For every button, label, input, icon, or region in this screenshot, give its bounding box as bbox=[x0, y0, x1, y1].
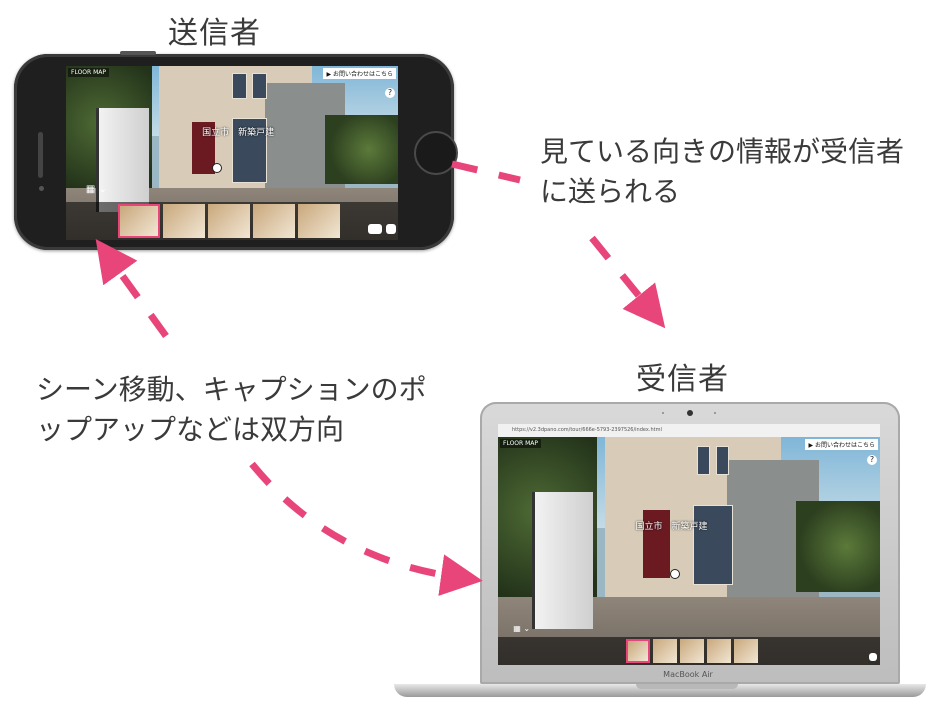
floor-map-button[interactable]: FLOOR MAP bbox=[68, 68, 110, 77]
bidirectional-line1: シーン移動、キャプションのポ bbox=[36, 373, 427, 406]
thumbnail-item[interactable] bbox=[680, 639, 704, 663]
laptop-brand: MacBook Air bbox=[663, 670, 713, 679]
scene-window bbox=[232, 118, 268, 183]
thumbnail-item[interactable] bbox=[208, 204, 250, 238]
thumbnail-strip bbox=[66, 202, 398, 240]
arrow-phone-to-receiver-part1 bbox=[451, 160, 521, 184]
thumbnail-item[interactable] bbox=[253, 204, 295, 238]
thumbnail-item[interactable] bbox=[163, 204, 205, 238]
thumbnail-item[interactable] bbox=[118, 204, 160, 238]
thumbnail-item[interactable] bbox=[653, 639, 677, 663]
laptop-sensor-dot bbox=[714, 412, 716, 414]
thumbnail-item[interactable] bbox=[626, 639, 650, 663]
thumbnail-item[interactable] bbox=[707, 639, 731, 663]
scene-tree-right bbox=[795, 500, 880, 593]
floor-map-button[interactable]: FLOOR MAP bbox=[500, 439, 542, 448]
help-icon[interactable]: ? bbox=[385, 88, 395, 98]
direction-info-line2: に送られる bbox=[540, 175, 681, 208]
scene-window bbox=[692, 505, 733, 585]
contact-button[interactable]: ▶ お問い合わせはこちら bbox=[323, 68, 396, 79]
bidirectional-line2: ップアップなどは双方向 bbox=[36, 413, 345, 446]
thumbnail-strip bbox=[498, 637, 880, 665]
phone-side-button bbox=[120, 51, 156, 55]
contact-button[interactable]: ▶ お問い合わせはこちら bbox=[805, 439, 878, 450]
scene-window bbox=[232, 72, 248, 100]
scene-door bbox=[643, 509, 670, 579]
sender-label: 送信者 bbox=[168, 16, 261, 51]
phone-camera bbox=[39, 186, 44, 191]
vr-goggles-icon[interactable] bbox=[368, 224, 382, 234]
bidirectional-text: シーン移動、キャプションのポ ップアップなどは双方向 bbox=[36, 370, 427, 450]
help-icon[interactable]: ? bbox=[867, 455, 877, 465]
arrow-to-laptop bbox=[249, 461, 483, 596]
thumbnail-item[interactable] bbox=[734, 639, 758, 663]
grid-icon[interactable]: ▦ ⌄ bbox=[513, 623, 531, 633]
arrow-phone-to-receiver-part2 bbox=[589, 235, 666, 329]
home-icon[interactable] bbox=[869, 653, 877, 661]
home-icon[interactable] bbox=[386, 224, 396, 234]
arrow-up-to-phone bbox=[95, 238, 169, 339]
phone-speaker bbox=[38, 132, 43, 178]
laptop-sensor-dot bbox=[662, 412, 664, 414]
direction-info-line1: 見ている向きの情報が受信者 bbox=[540, 135, 905, 168]
scene-window bbox=[715, 446, 730, 476]
laptop-camera bbox=[687, 410, 693, 416]
laptop-base bbox=[394, 684, 926, 697]
scene-sign-panel bbox=[95, 107, 149, 213]
direction-info-text: 見ている向きの情報が受信者 に送られる bbox=[540, 132, 904, 212]
phone-screen-viewer[interactable]: FLOOR MAP ▶ お問い合わせはこちら ? 国立市 新築戸建 ▦ ⌄ bbox=[66, 66, 398, 240]
browser-address[interactable]: https://v2.3dpano.com/tour/666e-5793-239… bbox=[512, 427, 662, 433]
scene-door bbox=[192, 121, 216, 174]
thumbnail-item[interactable] bbox=[298, 204, 340, 238]
hotspot-icon[interactable] bbox=[212, 163, 223, 174]
scene-title: 国立市 新築戸建 bbox=[202, 128, 275, 139]
receiver-label: 受信者 bbox=[636, 362, 729, 397]
laptop-screen-viewer[interactable]: FLOOR MAP ▶ お問い合わせはこちら ? 国立市 新築戸建 ▦ ⌄ bbox=[498, 437, 880, 665]
scene-window bbox=[251, 72, 268, 100]
laptop-base-notch bbox=[636, 684, 738, 689]
hotspot-icon[interactable] bbox=[669, 569, 680, 580]
scene-window bbox=[696, 446, 711, 476]
scene-sign-panel bbox=[532, 491, 593, 629]
phone-home-button bbox=[414, 131, 458, 175]
grid-icon[interactable]: ▦ ⌄ bbox=[85, 184, 107, 196]
scene-tree-right bbox=[324, 114, 398, 185]
scene-title: 国立市 新築戸建 bbox=[635, 522, 708, 533]
